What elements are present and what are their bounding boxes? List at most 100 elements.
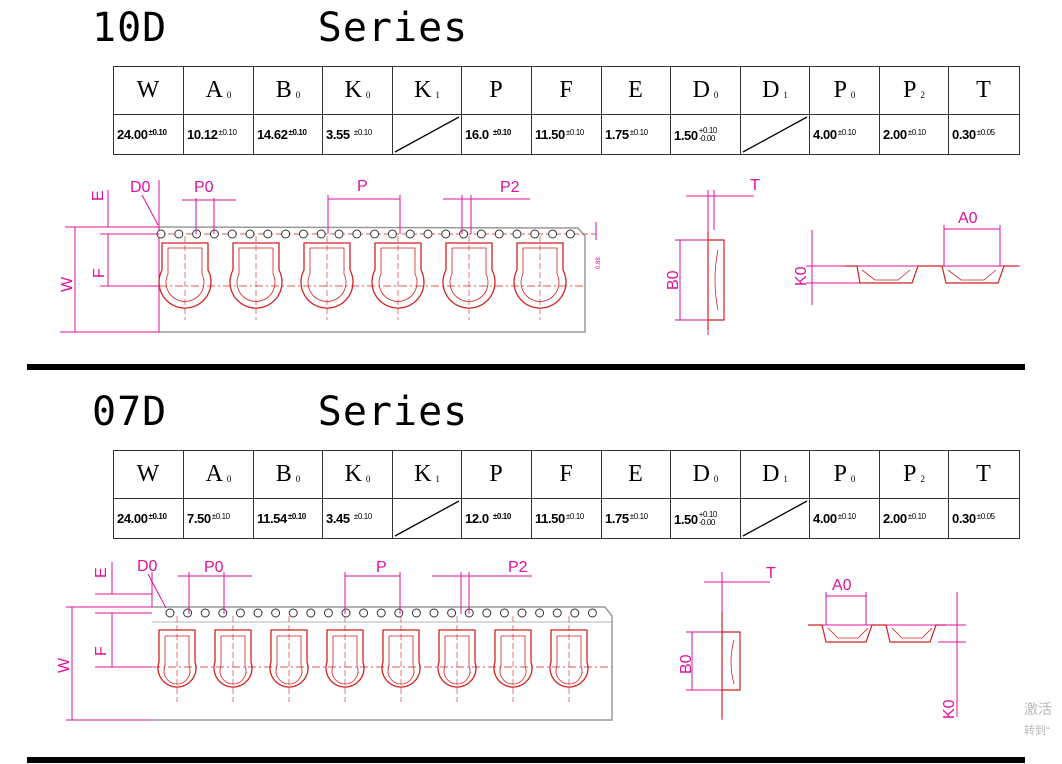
sprocket-hole xyxy=(316,229,326,239)
sprocket-hole xyxy=(512,229,522,239)
dim-label-e: E xyxy=(90,190,107,201)
nominal-value: 11.50 xyxy=(535,127,565,142)
tolerance: ±0.10 xyxy=(211,512,230,521)
value-cell: 14.62±0.10 xyxy=(253,114,323,155)
header-symbol: B xyxy=(275,77,293,103)
tape-top-view-10d: E F W D0 P0 P P2 0.88 xyxy=(59,178,602,333)
header-symbol: W xyxy=(136,77,161,103)
header-symbol: P xyxy=(489,461,504,487)
not-applicable-cell xyxy=(740,114,810,155)
tolerance: ±0.10 xyxy=(353,512,372,521)
sprocket-hole xyxy=(227,229,237,239)
activation-watermark-sub: 转到“ xyxy=(1024,725,1050,737)
pocket xyxy=(158,236,212,320)
pocket xyxy=(325,616,365,702)
header-subscript: 0 xyxy=(295,90,301,100)
header-subscript: 1 xyxy=(783,474,788,484)
pocket xyxy=(442,236,496,320)
carrier-tape-outline xyxy=(152,606,613,721)
value-cell: 1.75±0.10 xyxy=(601,498,671,539)
header-cell: W xyxy=(113,450,184,499)
header-symbol: P xyxy=(833,461,848,487)
header-subscript: 1 xyxy=(783,90,788,100)
dim-label-p: P xyxy=(376,559,387,576)
header-subscript: 0 xyxy=(850,474,856,484)
nominal-value: 12.0 xyxy=(465,511,492,526)
value-cell: 1.50+0.10-0.00 xyxy=(670,114,741,155)
dim-label-gap: 0.88 xyxy=(596,257,602,269)
header-symbol: P xyxy=(833,77,848,103)
nominal-value: 1.75 xyxy=(605,127,629,142)
sprocket-hole xyxy=(352,229,362,239)
activation-watermark: 激活 xyxy=(1024,701,1052,717)
section-divider xyxy=(27,364,1025,370)
tape-side-view-07d: T B0 xyxy=(678,565,776,720)
sprocket-hole xyxy=(482,608,492,618)
sprocket-holes xyxy=(165,608,597,618)
dim-label-k0: K0 xyxy=(793,266,810,286)
carrier-tape-outline xyxy=(158,226,586,333)
nominal-value: 3.55 xyxy=(326,127,353,142)
header-subscript: 1 xyxy=(435,90,440,100)
tolerance: ±0.10 xyxy=(218,128,237,137)
sprocket-hole xyxy=(235,608,245,618)
sprocket-hole xyxy=(423,229,433,239)
header-symbol: K xyxy=(414,77,433,103)
sprocket-hole xyxy=(298,229,308,239)
sprocket-hole xyxy=(429,608,439,618)
dim-label-p2: P2 xyxy=(508,559,528,576)
sprocket-hole xyxy=(535,608,545,618)
nominal-value: 24.00 xyxy=(117,511,148,526)
sprocket-holes xyxy=(156,229,575,239)
sprocket-hole xyxy=(411,608,421,618)
dim-label-t: T xyxy=(766,565,776,582)
dim-label-b0: B0 xyxy=(678,654,695,674)
header-symbol: E xyxy=(628,77,644,103)
header-subscript: 0 xyxy=(295,474,301,484)
dim-label-p0: P0 xyxy=(194,179,214,196)
sprocket-hole xyxy=(459,229,469,239)
tape-cross-section-07d: A0 K0 xyxy=(808,577,966,719)
nominal-value: 0.30 xyxy=(952,511,976,526)
value-cell: 11.50±0.10 xyxy=(531,498,602,539)
nominal-value: 1.75 xyxy=(605,511,629,526)
header-cell: W xyxy=(113,66,184,115)
tolerance: ±0.10 xyxy=(353,128,372,137)
sprocket-hole xyxy=(263,229,273,239)
header-symbol: D xyxy=(762,461,781,487)
header-cell: E xyxy=(601,66,671,115)
sprocket-hole xyxy=(174,229,184,239)
header-subscript: 2 xyxy=(920,474,925,484)
nominal-value: 24.00 xyxy=(117,127,148,142)
tape-side-view-10d: T B0 xyxy=(665,177,760,335)
sprocket-hole xyxy=(218,608,228,618)
tolerance: ±0.10 xyxy=(288,128,307,137)
series-title-07d: 07D Series xyxy=(92,389,469,435)
sprocket-hole xyxy=(447,608,457,618)
header-cell: T xyxy=(948,66,1020,115)
nominal-value: 4.00 xyxy=(813,511,837,526)
header-symbol: F xyxy=(559,461,574,487)
value-cell: 24.00±0.10 xyxy=(113,498,184,539)
sprocket-hole xyxy=(334,229,344,239)
value-cell: 11.54±0.10 xyxy=(253,498,323,539)
value-cell: 24.00±0.10 xyxy=(113,114,184,155)
header-cell: P xyxy=(461,66,532,115)
dim-label-k0: K0 xyxy=(941,699,958,719)
nominal-value: 10.12 xyxy=(187,127,218,142)
pocket xyxy=(213,616,253,702)
